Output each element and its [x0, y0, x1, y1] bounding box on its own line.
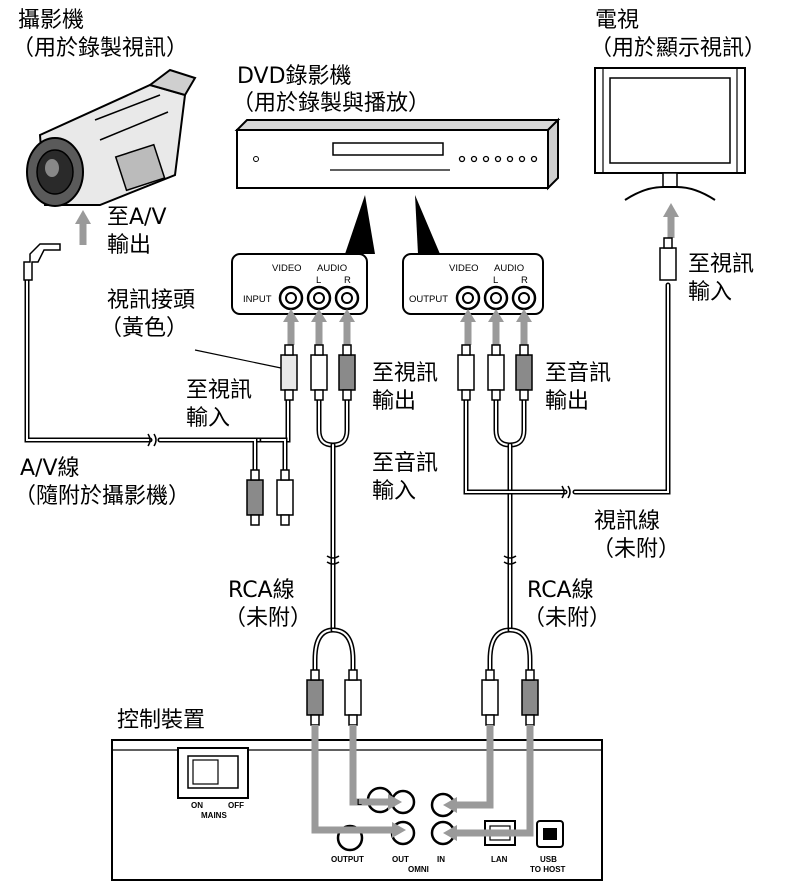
lan-label: LAN — [491, 855, 508, 864]
rca-plugs — [246, 237, 677, 726]
dvd-subtitle: （用於錄製與播放） — [232, 91, 430, 116]
off-label: OFF — [228, 801, 244, 810]
cables — [23, 243, 671, 673]
to-video-in-right-line1: 至視訊 — [688, 252, 754, 277]
camcorder-title: 攝影機 — [18, 8, 84, 33]
output-port-label: OUTPUT — [409, 294, 448, 305]
tv — [594, 67, 746, 201]
tv-subtitle: （用於顯示視訊） — [590, 36, 766, 61]
rca-left-line2: （未附） — [224, 606, 312, 631]
video-plug-line1: 視訊接頭 — [107, 288, 195, 313]
output-r-label: R — [521, 275, 528, 286]
omni-label: OMNI — [408, 865, 429, 874]
to-host-label: TO HOST — [530, 865, 566, 874]
connection-arrows — [75, 203, 679, 345]
to-video-out-line1: 至視訊 — [372, 361, 438, 386]
to-audio-in-line2: 輸入 — [372, 479, 416, 504]
input-l-label: L — [316, 275, 321, 286]
usb-label: USB — [540, 855, 557, 864]
output-panel — [402, 253, 544, 315]
to-audio-in-line1: 至音訊 — [372, 451, 438, 476]
rca-left-line1: RCA線 — [228, 578, 295, 603]
to-video-in-left-line1: 至視訊 — [186, 378, 252, 403]
dvd-recorder — [234, 117, 561, 191]
output-audio-label: AUDIO — [494, 263, 524, 274]
output-l-label: L — [493, 275, 498, 286]
rca-right-line2: （未附） — [523, 606, 611, 631]
av-cable-line2: （隨附於攝影機） — [14, 484, 190, 509]
control-unit-label: 控制裝置 — [117, 708, 205, 733]
input-r-label: R — [344, 275, 351, 286]
video-cable-line2: （未附） — [592, 537, 680, 562]
input-port-label: INPUT — [243, 294, 272, 305]
control-l-label: L — [357, 798, 362, 807]
on-label: ON — [191, 801, 203, 810]
dvd-title: DVD錄影機 — [237, 64, 352, 89]
camcorder-subtitle: （用於錄製視訊） — [12, 36, 188, 61]
av-cable-line1: A/V線 — [20, 456, 80, 481]
input-video-label: VIDEO — [272, 263, 302, 274]
in-label: IN — [437, 855, 445, 864]
to-audio-out-line2: 輸出 — [545, 389, 589, 414]
to-av-out-line2: 輸出 — [107, 233, 151, 258]
camcorder — [26, 68, 197, 207]
rca-right-line1: RCA線 — [527, 578, 594, 603]
to-audio-out-line1: 至音訊 — [545, 361, 611, 386]
mains-label: MAINS — [201, 811, 227, 820]
control-unit — [111, 739, 603, 881]
tv-title: 電視 — [595, 8, 639, 33]
to-video-in-right-line2: 輸入 — [688, 280, 732, 305]
control-arrows — [311, 725, 534, 841]
to-av-out-line1: 至A/V — [107, 205, 167, 230]
out-label: OUT — [392, 855, 409, 864]
input-audio-label: AUDIO — [317, 263, 347, 274]
cable-break-marks — [147, 433, 571, 565]
output-video-label: VIDEO — [449, 263, 479, 274]
video-cable-line1: 視訊線 — [594, 509, 660, 534]
to-video-out-line2: 輸出 — [372, 389, 416, 414]
to-video-in-left-line2: 輸入 — [186, 406, 230, 431]
output-label: OUTPUT — [331, 855, 364, 864]
video-plug-line2: （黃色） — [100, 316, 188, 341]
